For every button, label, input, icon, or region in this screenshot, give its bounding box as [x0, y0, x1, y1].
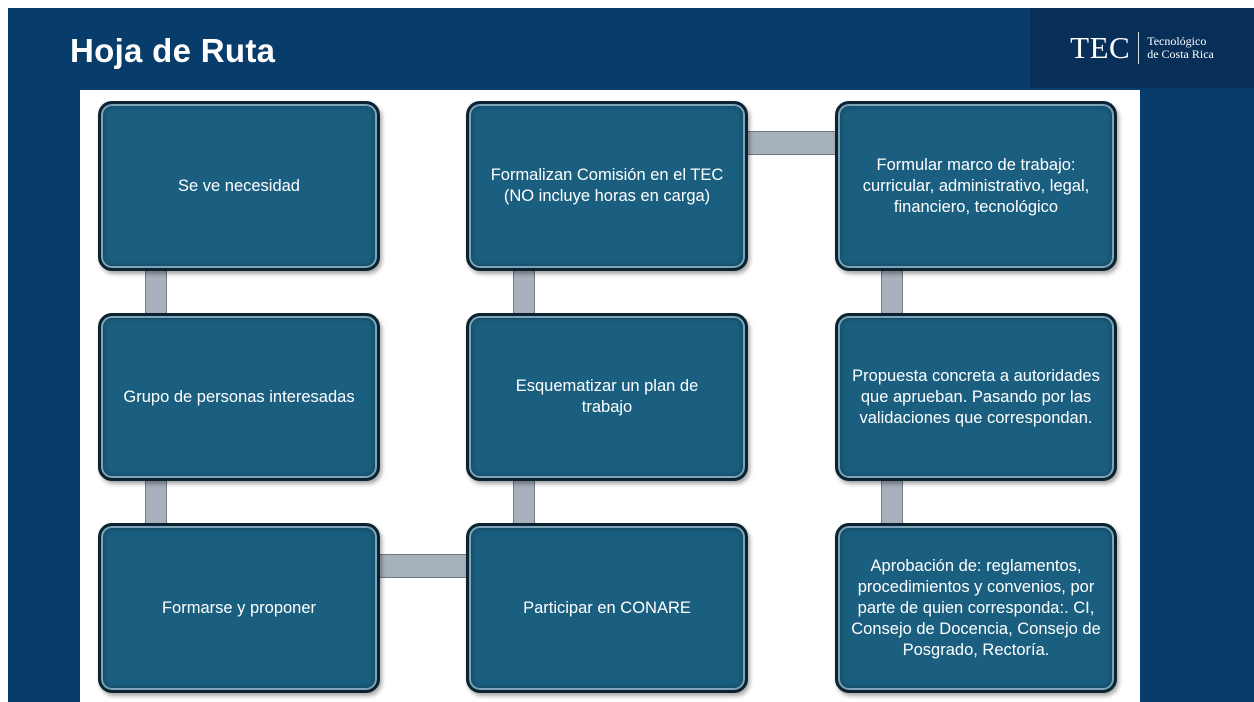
connector-6-7 [742, 131, 840, 155]
connector-1-2 [145, 268, 167, 316]
logo-divider [1138, 32, 1140, 64]
step-grupo-de-personas: Grupo de personas interesadas [98, 313, 380, 481]
logo-line-2: de Costa Rica [1147, 47, 1214, 61]
slide-title: Hoja de Ruta [70, 32, 276, 69]
tec-logo: TEC Tecnológico de Costa Rica [1030, 8, 1254, 88]
step-formalizan-comision: Formalizan Comisión en el TEC (NO incluy… [466, 101, 748, 271]
connector-5-6 [513, 268, 535, 316]
connector-4-5 [513, 478, 535, 526]
step-esquematizar-plan: Esquematizar un plan de trabajo [466, 313, 748, 481]
step-propuesta-concreta: Propuesta concreta a autoridades que apr… [835, 313, 1117, 481]
step-formarse-y-proponer: Formarse y proponer [98, 523, 380, 693]
connector-2-3 [145, 478, 167, 526]
step-se-ve-necesidad: Se ve necesidad [98, 101, 380, 271]
connector-7-8 [881, 268, 903, 316]
logo-mark: TEC [1070, 30, 1131, 65]
logo-text: Tecnológico de Costa Rica [1147, 35, 1214, 61]
step-aprobacion: Aprobación de: reglamentos, procedimient… [835, 523, 1117, 693]
connector-3-4 [375, 554, 471, 578]
step-formular-marco: Formular marco de trabajo: curricular, a… [835, 101, 1117, 271]
logo-line-1: Tecnológico [1147, 34, 1207, 48]
connector-8-9 [881, 478, 903, 526]
step-participar-en-conare: Participar en CONARE [466, 523, 748, 693]
